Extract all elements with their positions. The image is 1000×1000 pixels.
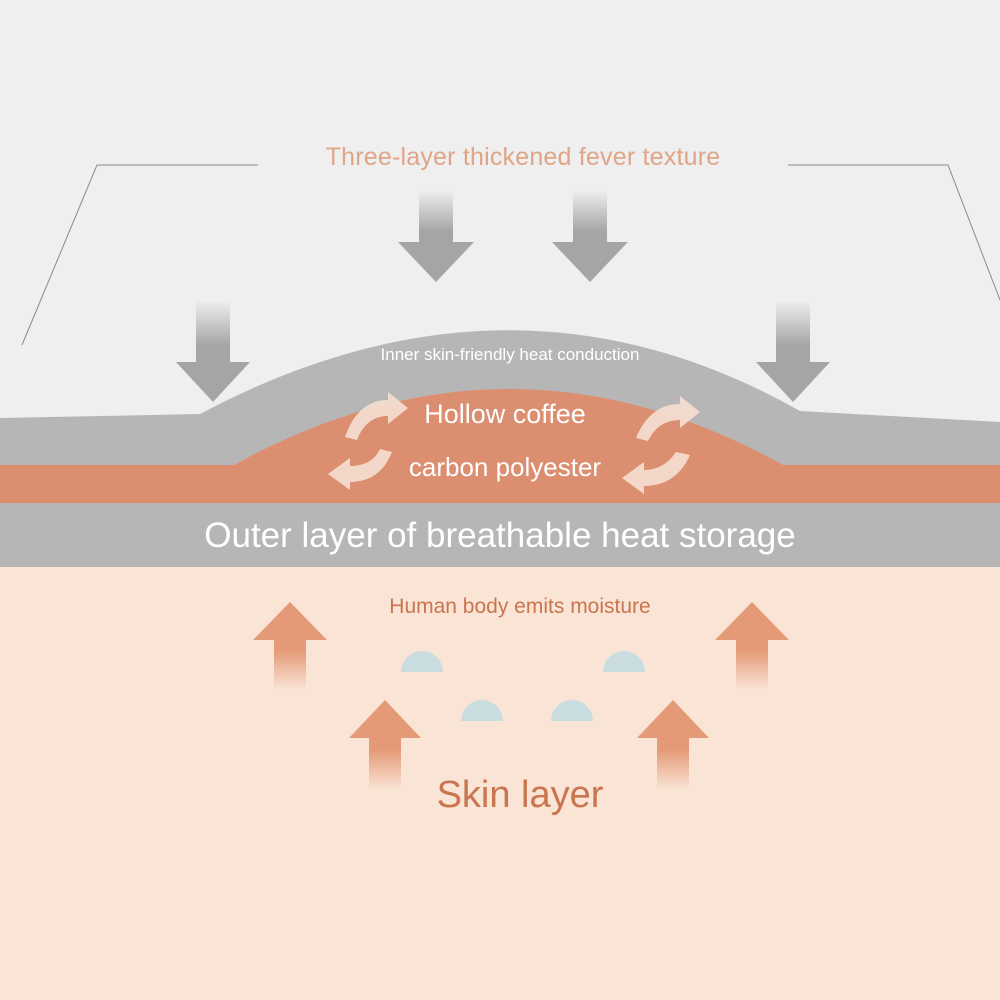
arrow-up-icon bbox=[349, 700, 421, 790]
middle-layer-label-line1: Hollow coffee bbox=[424, 399, 586, 429]
bracket-line-right bbox=[788, 164, 1000, 301]
droplet-icon bbox=[551, 700, 593, 721]
droplet-icon bbox=[603, 651, 645, 672]
cycle-arrows-icon bbox=[328, 392, 408, 490]
inner-layer-label: Inner skin-friendly heat conduction bbox=[380, 345, 640, 364]
arrow-down-icon bbox=[176, 300, 250, 402]
arrow-up-icon bbox=[253, 602, 327, 690]
moisture-label: Human body emits moisture bbox=[389, 595, 651, 618]
middle-layer-label-line2: carbon polyester bbox=[408, 452, 602, 482]
arrow-up-icon bbox=[715, 602, 789, 690]
arrow-down-icon bbox=[398, 190, 474, 282]
skin-layer-label: Skin layer bbox=[436, 774, 604, 816]
droplet-icon bbox=[461, 700, 503, 721]
arrow-up-icon bbox=[637, 700, 709, 790]
skin-background bbox=[0, 565, 1000, 1000]
bracket-line-left bbox=[21, 164, 258, 346]
arrow-down-icon bbox=[756, 300, 830, 402]
droplet-icon bbox=[401, 651, 443, 672]
middle-layer-bulge bbox=[0, 389, 1000, 503]
outer-layer-band bbox=[0, 503, 1000, 567]
outer-layer-label: Outer layer of breathable heat storage bbox=[204, 516, 796, 555]
diagram-title: Three-layer thickened fever texture bbox=[325, 143, 721, 171]
cycle-arrows-icon bbox=[622, 396, 700, 494]
arrow-down-icon bbox=[552, 190, 628, 282]
